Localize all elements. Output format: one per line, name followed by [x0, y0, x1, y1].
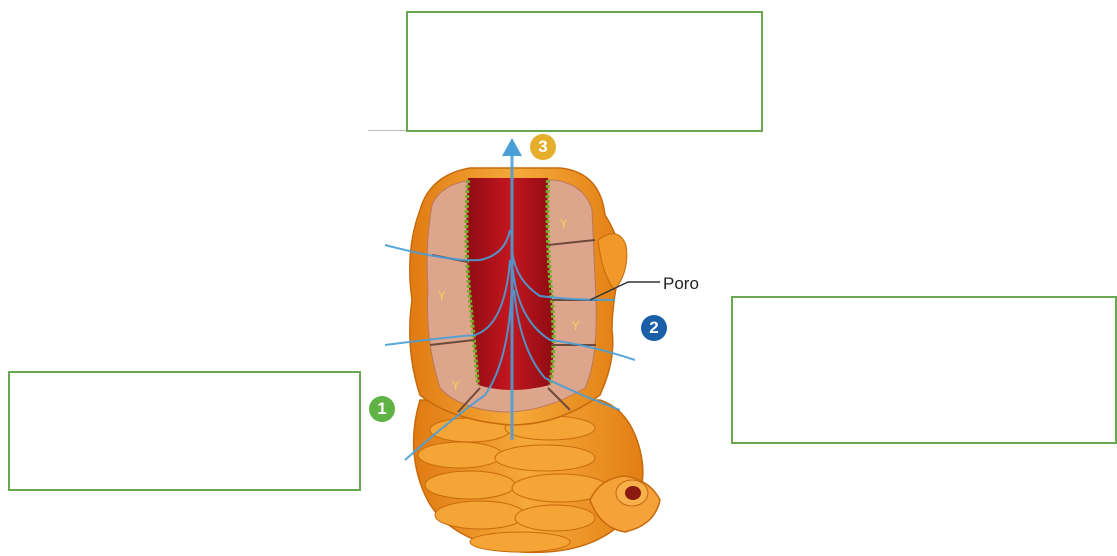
osculum-arrow-icon: [502, 138, 522, 156]
svg-text:Y: Y: [571, 319, 580, 333]
svg-text:Y: Y: [437, 289, 446, 303]
pore-label: Poro: [663, 274, 699, 294]
flow-step-3-badge: 3: [530, 134, 556, 160]
flow-step-2-badge: 2: [641, 315, 667, 341]
flow-step-1-badge: 1: [369, 396, 395, 422]
answer-box-right[interactable]: [731, 296, 1117, 444]
svg-text:Y: Y: [451, 379, 460, 393]
svg-text:Y: Y: [559, 217, 568, 231]
answer-box-top[interactable]: [406, 11, 763, 132]
answer-box-left[interactable]: [8, 371, 361, 491]
